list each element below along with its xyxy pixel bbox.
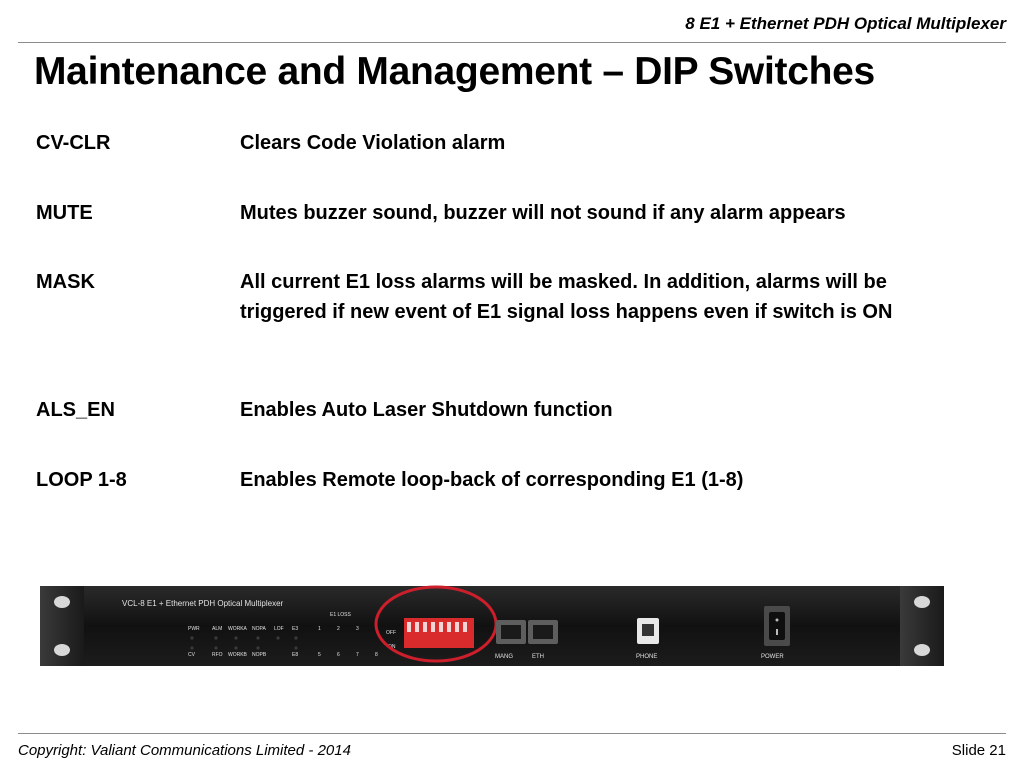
dip-switch-toggle[interactable] <box>423 622 427 632</box>
mang-port-socket <box>501 625 521 639</box>
dip-switch-toggle[interactable] <box>431 622 435 632</box>
status-led-icon <box>256 636 260 640</box>
eth-port-socket <box>533 625 553 639</box>
definition-term: ALS_EN <box>36 399 115 421</box>
status-led-icon <box>190 636 194 640</box>
dip-switch-toggle[interactable] <box>407 622 411 632</box>
mount-hole-icon <box>54 644 70 656</box>
status-led-icon <box>190 646 194 650</box>
led-label: NOPB <box>252 652 267 658</box>
led-label: E3 <box>292 626 298 632</box>
e1-number: 8 <box>375 652 378 658</box>
status-led-icon <box>234 646 238 650</box>
device-model-label: VCL-8 E1 + Ethernet PDH Optical Multiple… <box>122 599 284 608</box>
definition-description: Clears Code Violation alarm <box>240 132 506 154</box>
led-label: NOPA <box>252 626 266 632</box>
device-front-panel: VCL-8 E1 + Ethernet PDH Optical Multiple… <box>40 578 944 672</box>
led-label: PWR <box>188 626 200 632</box>
footer-copyright: Copyright: Valiant Communications Limite… <box>18 742 351 759</box>
dip-switch-toggle[interactable] <box>463 622 467 632</box>
led-label: WORKB <box>228 652 248 658</box>
led-label: E8 <box>292 652 298 658</box>
header-rule <box>18 42 1006 43</box>
chassis <box>40 586 944 666</box>
footer-slide-number: Slide 21 <box>951 742 1006 759</box>
power-switch-rocker-icon <box>769 612 785 640</box>
switch-off-label: OFF <box>386 630 396 636</box>
switch-on-label: ON <box>388 644 396 650</box>
e1-number: 5 <box>318 652 321 658</box>
definition-term: MASK <box>36 271 95 293</box>
e1-number: 3 <box>356 626 359 632</box>
e1-loss-label: E1 LOSS <box>330 612 352 618</box>
definition-description: All current E1 loss alarms will be maske… <box>240 271 893 323</box>
phone-label: PHONE <box>636 654 657 660</box>
eth-port-label: ETH <box>532 654 544 660</box>
led-label: RFO <box>212 652 223 658</box>
slide-title: Maintenance and Management – DIP Switche… <box>34 50 875 93</box>
led-label: CV <box>188 652 196 658</box>
definition-description: Enables Auto Laser Shutdown function <box>240 399 613 421</box>
e1-number: 6 <box>337 652 340 658</box>
dip-switch-toggle[interactable] <box>415 622 419 632</box>
dip-switch-toggle[interactable] <box>447 622 451 632</box>
led-label: WORKA <box>228 626 248 632</box>
power-off-mark-icon <box>775 618 779 622</box>
status-led-icon <box>256 646 260 650</box>
footer-rule <box>18 733 1006 734</box>
status-led-icon <box>294 646 298 650</box>
mount-hole-icon <box>54 596 70 608</box>
dip-switch-toggle[interactable] <box>439 622 443 632</box>
status-led-icon <box>214 646 218 650</box>
status-led-icon <box>234 636 238 640</box>
definition-description: Mutes buzzer sound, buzzer will not soun… <box>240 202 846 224</box>
e1-number: 2 <box>337 626 340 632</box>
header-title: 8 E1 + Ethernet PDH Optical Multiplexer <box>685 14 1006 33</box>
power-label: POWER <box>761 654 784 660</box>
status-led-icon <box>294 636 298 640</box>
led-label: ALM <box>212 626 222 632</box>
status-led-icon <box>214 636 218 640</box>
mount-hole-icon <box>914 644 930 656</box>
definition-term: LOOP 1-8 <box>36 469 127 491</box>
dip-switch-toggle[interactable] <box>455 622 459 632</box>
status-led-icon <box>276 636 280 640</box>
power-on-mark-icon <box>776 629 778 635</box>
definition-term: MUTE <box>36 202 93 224</box>
mang-port-label: MANG <box>495 654 513 660</box>
e1-number: 7 <box>356 652 359 658</box>
mount-hole-icon <box>914 596 930 608</box>
device-panel-image: VCL-8 E1 + Ethernet PDH Optical Multiple… <box>40 585 944 666</box>
led-label: LOF <box>274 626 284 632</box>
definition-description: Enables Remote loop-back of correspondin… <box>240 469 744 491</box>
phone-jack-socket <box>642 624 654 636</box>
e1-number: 1 <box>318 626 321 632</box>
definition-term: CV-CLR <box>36 132 111 154</box>
